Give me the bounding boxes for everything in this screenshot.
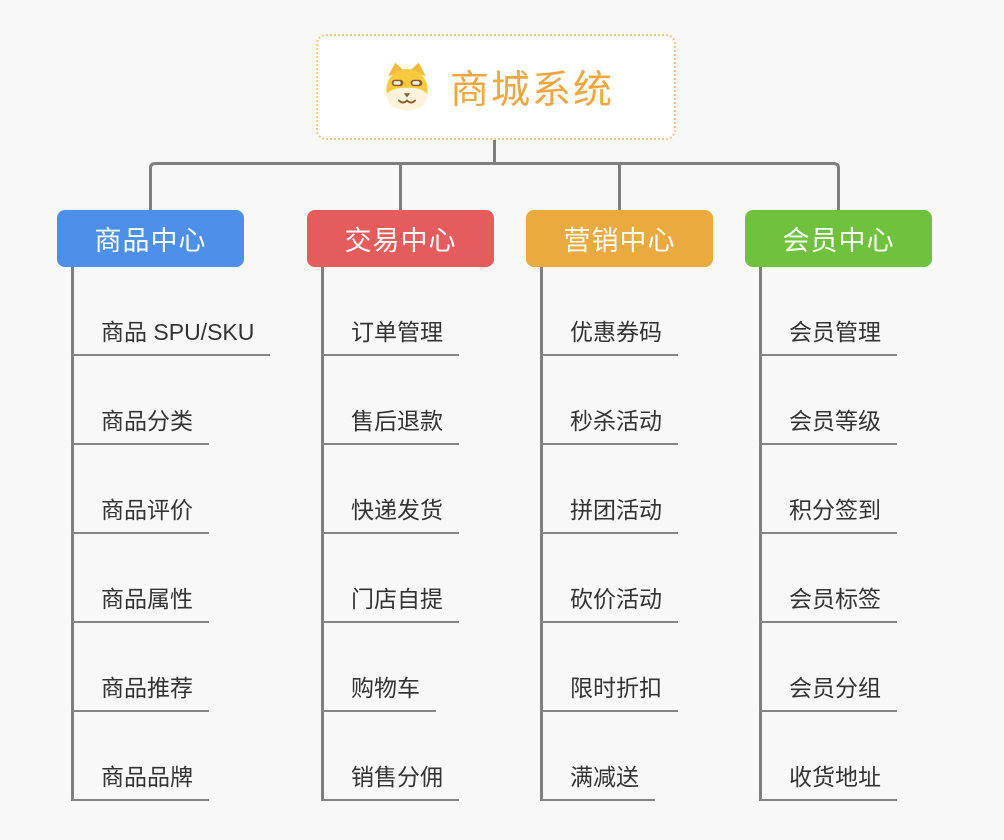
branch-node-member-center[interactable]: 会员中心 xyxy=(745,210,932,267)
child-topic-list: 订单管理售后退款快递发货门店自提购物车销售分佣 xyxy=(321,267,459,801)
root-node-mall-system[interactable]: 商城系统 xyxy=(316,34,676,140)
child-topic[interactable]: 商品品牌 xyxy=(71,712,270,801)
root-title: 商城系统 xyxy=(449,69,614,112)
child-topic[interactable]: 限时折扣 xyxy=(540,623,678,712)
child-topic[interactable]: 商品推荐 xyxy=(71,623,270,712)
branch-node-product-center[interactable]: 商品中心 xyxy=(57,210,244,267)
branch-label: 交易中心 xyxy=(344,226,457,256)
branch-column-member: 会员管理会员等级积分签到会员标签会员分组收货地址 xyxy=(759,267,897,801)
branch-node-trade-center[interactable]: 交易中心 xyxy=(307,210,494,267)
branch-label: 会员中心 xyxy=(782,226,895,256)
child-topic-list: 会员管理会员等级积分签到会员标签会员分组收货地址 xyxy=(759,267,897,801)
child-topic[interactable]: 会员管理 xyxy=(759,267,897,356)
child-topic[interactable]: 拼团活动 xyxy=(540,445,678,534)
shiba-dog-icon xyxy=(386,62,428,111)
child-topic[interactable]: 会员等级 xyxy=(759,356,897,445)
branch-trunk-line xyxy=(321,267,324,801)
branch-trunk-line xyxy=(71,267,74,801)
child-topic[interactable]: 砍价活动 xyxy=(540,534,678,623)
branch-column-marketing: 优惠券码秒杀活动拼团活动砍价活动限时折扣满减送 xyxy=(540,267,678,801)
child-topic[interactable]: 积分签到 xyxy=(759,445,897,534)
child-topic[interactable]: 门店自提 xyxy=(321,534,459,623)
branch-label: 商品中心 xyxy=(94,226,207,256)
child-topic[interactable]: 优惠券码 xyxy=(540,267,678,356)
child-topic[interactable]: 商品分类 xyxy=(71,356,270,445)
child-topic[interactable]: 收货地址 xyxy=(759,712,897,801)
child-topic[interactable]: 订单管理 xyxy=(321,267,459,356)
child-topic[interactable]: 销售分佣 xyxy=(321,712,459,801)
branch-column-trade: 订单管理售后退款快递发货门店自提购物车销售分佣 xyxy=(321,267,459,801)
child-topic[interactable]: 秒杀活动 xyxy=(540,356,678,445)
child-topic[interactable]: 商品 SPU/SKU xyxy=(71,267,271,356)
child-topic[interactable]: 购物车 xyxy=(321,623,459,712)
branch-trunk-line xyxy=(540,267,543,801)
child-topic[interactable]: 商品评价 xyxy=(71,445,270,534)
child-topic[interactable]: 售后退款 xyxy=(321,356,459,445)
child-topic[interactable]: 满减送 xyxy=(540,712,678,801)
branch-node-marketing-center[interactable]: 营销中心 xyxy=(526,210,713,267)
child-topic[interactable]: 会员分组 xyxy=(759,623,897,712)
child-topic[interactable]: 商品属性 xyxy=(71,534,270,623)
child-topic[interactable]: 快递发货 xyxy=(321,445,459,534)
branch-trunk-line xyxy=(759,267,762,801)
child-topic[interactable]: 会员标签 xyxy=(759,534,897,623)
branch-label: 营销中心 xyxy=(563,226,676,256)
child-topic-list: 优惠券码秒杀活动拼团活动砍价活动限时折扣满减送 xyxy=(540,267,678,801)
